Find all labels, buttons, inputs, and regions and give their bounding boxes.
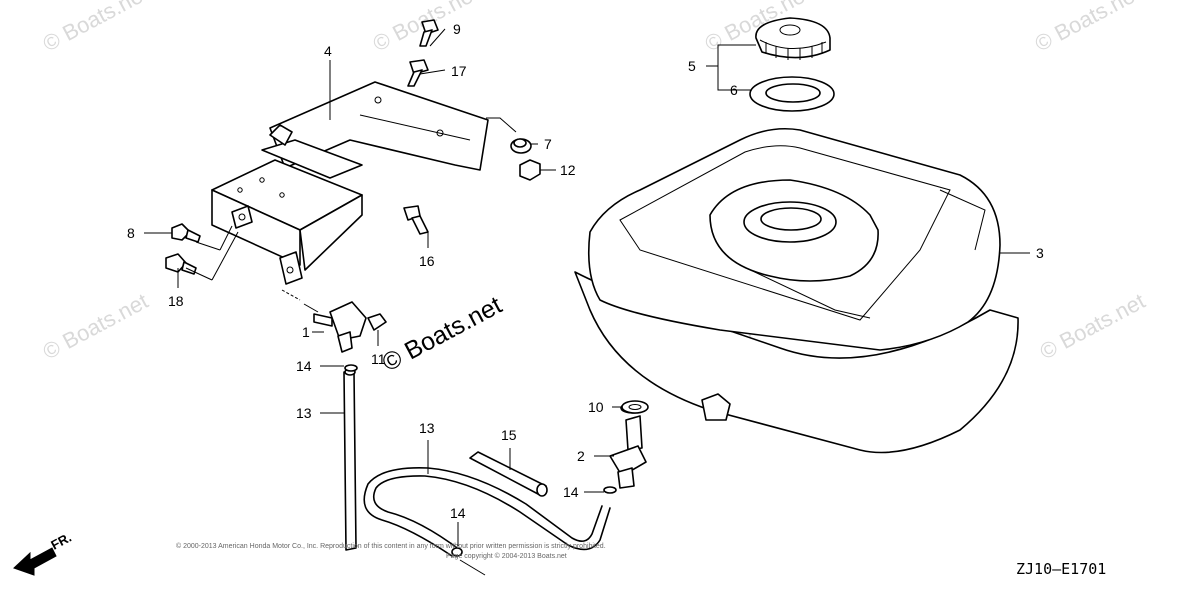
fuel-cock-1 <box>303 301 387 353</box>
watermark: © Boats.net <box>39 288 153 364</box>
callout-16: 16 <box>419 253 435 269</box>
fuel-tank <box>574 127 1019 454</box>
watermark-prominent: © Boats.net <box>378 291 507 377</box>
callout-10: 10 <box>588 399 604 415</box>
callout-15: 15 <box>501 427 517 443</box>
callout-14-right: 14 <box>563 484 579 500</box>
callout-8: 8 <box>127 225 135 241</box>
callout-18: 18 <box>168 293 184 309</box>
bolt-18 <box>165 253 197 275</box>
collar-7 <box>510 138 532 154</box>
callout-labels: 4 9 17 7 12 8 18 16 5 6 3 1 11 14 13 13 … <box>127 21 1044 521</box>
bolt-9 <box>419 19 439 47</box>
copyright-line-2: Page copyright © 2004-2013 Boats.net <box>446 552 567 560</box>
callout-3: 3 <box>1036 245 1044 261</box>
callout-14-upper: 14 <box>296 358 312 374</box>
callout-4: 4 <box>324 43 332 59</box>
fuel-tube-short <box>469 451 548 497</box>
copyright-line-1: © 2000-2013 American Honda Motor Co., In… <box>176 542 606 550</box>
cap-gasket <box>749 76 835 112</box>
tank-bracket <box>211 81 489 285</box>
bolt-8 <box>171 223 201 243</box>
sealing-washer-10 <box>621 400 649 414</box>
hose-clip <box>344 364 617 557</box>
fuel-cock-2 <box>609 402 647 489</box>
callout-2: 2 <box>577 448 585 464</box>
callout-13-straight: 13 <box>296 405 312 421</box>
front-direction-arrow-icon: FR. <box>13 530 74 576</box>
fuel-tube-straight <box>343 368 357 551</box>
watermark: © Boats.net <box>1031 0 1145 56</box>
callout-13-bent: 13 <box>419 420 435 436</box>
callout-14-lower: 14 <box>450 505 466 521</box>
callout-5: 5 <box>688 58 696 74</box>
watermark: © Boats.net <box>1036 288 1150 364</box>
filler-cap <box>755 17 831 60</box>
watermark: © Boats.net <box>39 0 153 56</box>
fuel-tube-bent <box>363 467 611 557</box>
callout-12: 12 <box>560 162 576 178</box>
bolt-17 <box>407 59 429 87</box>
callout-7: 7 <box>544 136 552 152</box>
callout-1: 1 <box>302 324 310 340</box>
callout-17: 17 <box>451 63 467 79</box>
leader-lines <box>144 28 1030 576</box>
diagram-code: ZJ10—E1701 <box>1016 560 1106 578</box>
bolt-16 <box>403 205 429 235</box>
callout-6: 6 <box>730 82 738 98</box>
callout-11: 11 <box>371 351 386 367</box>
callout-9: 9 <box>453 21 461 37</box>
nut-12 <box>519 159 541 181</box>
